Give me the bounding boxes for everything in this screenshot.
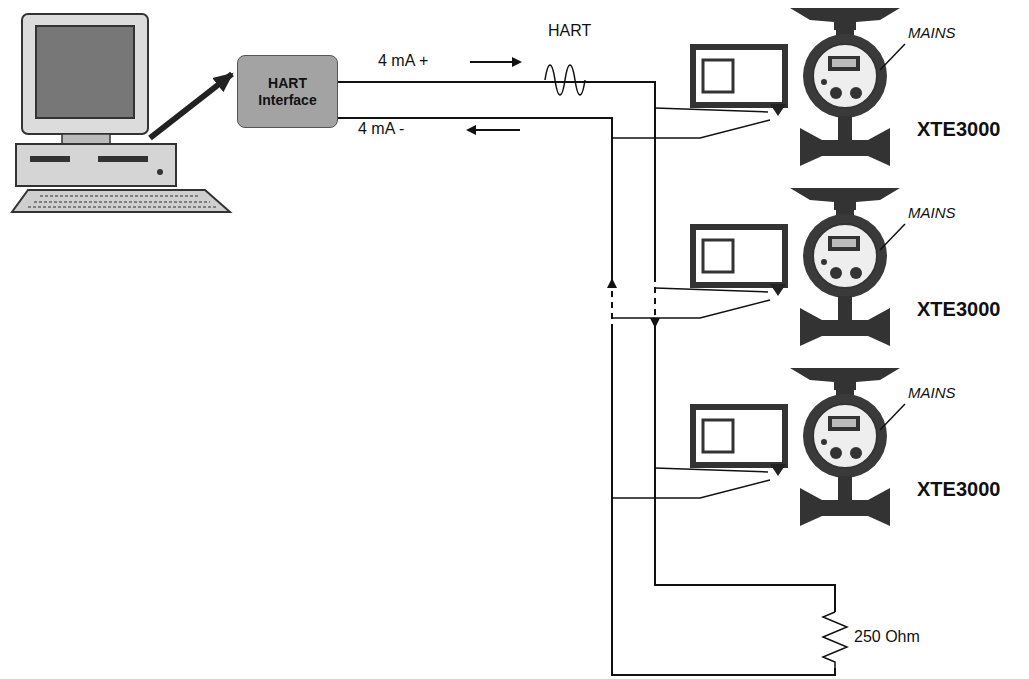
signal-label: HART <box>548 22 591 40</box>
device-label: XTE3000 <box>917 118 1000 141</box>
mains-leader <box>880 44 905 430</box>
interface-box: HART Interface <box>237 55 338 128</box>
mains-label: MAINS <box>908 204 956 221</box>
box-label: HART Interface <box>238 71 337 113</box>
computer-illustration <box>12 14 232 212</box>
resistor-value: 250 Ohm <box>854 628 920 646</box>
mains-label: MAINS <box>908 24 956 41</box>
mains-label: MAINS <box>908 384 956 401</box>
current-label: 4 mA - <box>358 120 404 138</box>
device-label: XTE3000 <box>917 298 1000 321</box>
current-label: 4 mA + <box>378 52 428 70</box>
actuator-illustration <box>693 8 900 526</box>
device-label: XTE3000 <box>917 478 1000 501</box>
loop-wiring <box>332 62 847 675</box>
